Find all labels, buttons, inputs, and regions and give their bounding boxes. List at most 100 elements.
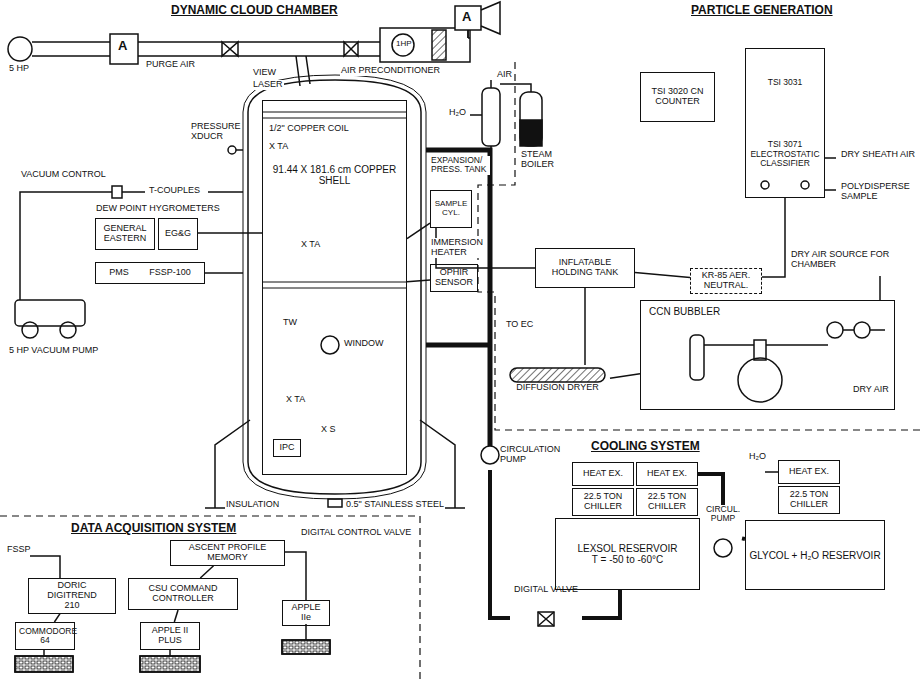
part-label: 0.5" STAINLESS STEEL [345,500,445,510]
part-label: X TA [300,240,321,250]
vacuum-line [60,322,76,338]
purge-air-duct [110,34,138,64]
chiller-box: 22.5 TON CHILLER [778,486,840,514]
node-text: T = -50 to -60°C [559,554,696,565]
heat-exchanger: HEAT EX. [572,462,634,486]
line-connector [407,223,430,238]
copper-coil [262,112,407,354]
part-label: DIGITAL CONTROL VALVE [300,528,412,538]
part-label: VACUUM CONTROL [20,170,107,180]
node-text: ASCENT PROFILE MEMORY [174,543,281,563]
part-label: PURGE AIR [145,60,196,70]
chamber-vessel [243,75,426,499]
heat-exchanger: HEAT EX. [636,462,698,486]
part-label: POLYDISPERSE SAMPLE [840,182,920,202]
air-preconditioner [380,28,470,62]
computer-keyboards [15,556,330,672]
line-connector [285,552,306,600]
computer-box: COMMODORE 64 [15,622,75,650]
hygrometer-box: EG&G [158,218,198,250]
pressure-transducer [228,146,236,154]
part-label: A [461,10,472,24]
purge-air-duct [32,42,380,56]
node-text: CIRCUL. PUMP [704,505,742,524]
bubbler-glassware [754,340,766,360]
sensor-box: OPHIR SENSOR [430,264,478,292]
purge-air-duct [8,37,32,61]
air-preconditioner [380,2,500,62]
node-text: HEAT EX. [576,469,630,479]
computer-keyboards [282,640,330,654]
cooling-fittings [538,472,778,626]
line-connector [610,374,640,378]
classifier-fittings [801,181,809,189]
counter-box: IPC [273,439,301,457]
line-connector [635,273,690,278]
node-text: CSU COMMAND CONTROLLER [132,584,234,604]
diffusion-dryer-tube [510,368,605,382]
node-text: TSI 3071 ELECTROSTATIC CLASSIFIER [749,140,821,168]
part-label: A [117,39,128,53]
part-label: 1/2" COPPER COIL [268,124,350,134]
expansion-tank [482,88,500,146]
section-title: DYNAMIC CLOUD CHAMBER [170,4,339,17]
cooling-fittings [538,472,778,626]
probe-box: PMSFSSP-100 [95,262,205,284]
line-connector [198,232,262,234]
part-label: DRY AIR SOURCE FOR CHAMBER [790,250,907,270]
node-text: 22.5 TON CHILLER [576,492,630,512]
bubbler-glassware [690,276,885,402]
dryer-tube: DIFFUSION DRYER [505,365,610,407]
vacuum-line [15,300,85,326]
part-label: T-COUPLES [148,186,201,196]
air-preconditioner [468,30,470,38]
part-label: 5 HP [8,64,30,74]
chamber-vessel [205,75,465,508]
node-text: TSI 3031 [749,78,821,87]
node-text: PMS [109,268,129,278]
node-text: COMMODORE 64 [19,627,71,646]
computer-keyboards [140,656,200,672]
part-label: AIR PRECONDITIONER [340,66,441,76]
bubbler-glassware [738,358,782,402]
diffusion-dryer-tube [510,368,605,382]
part-label: WINDOW [343,339,385,349]
part-label: X TA [285,395,306,405]
part-label: H₂O [448,108,467,118]
part-label: DRY AIR [852,385,890,395]
controller-box: CSU COMMAND CONTROLLER [128,578,238,610]
chamber-shell: 91.44 X 181.6 cm COPPER SHELLIPC [262,100,407,475]
reservoir-box: LEXSOL RESERVOIRT = -50 to -60°C [555,518,700,590]
node-text: TSI 3020 CN COUNTER [644,87,711,107]
cooling-fittings [714,539,732,557]
chamber-vessel [328,499,342,507]
chamber-vessel [205,420,465,508]
line-connector [762,198,785,277]
pump-symbol: CIRCULATION PUMP [480,440,570,470]
line-connector [407,280,430,282]
vacuum-line [15,186,243,338]
reservoir-box: GLYCOL + H₂O RESERVOIR [745,520,885,590]
node-text: DIGITAL VALVE [511,585,581,595]
classifier-fittings [761,181,769,189]
node-text: GENERAL EASTERN [99,224,151,244]
node-text: APPLE II PLUS [144,626,196,646]
part-label: TW [282,318,298,328]
node-text: DORIC DIGITREND [32,581,112,601]
node-text: IPC [277,443,297,453]
line-connector [200,566,213,578]
counter-box: TSI 3020 CN COUNTER [640,72,715,122]
node-text: OPHIR SENSOR [434,268,474,288]
part-label: AIR [496,70,513,80]
pressure-transducer [236,149,243,151]
node-text: SAMPLE CYL. [434,200,468,218]
section-title: COOLING SYSTEM [590,440,701,453]
bubbler-glassware [690,335,704,380]
coolant-pipe [481,446,499,464]
region-boundary [0,62,921,680]
air-preconditioner [455,6,481,30]
part-label: DEW POINT HYGROMETERS [95,204,221,214]
line-connector [54,614,60,622]
